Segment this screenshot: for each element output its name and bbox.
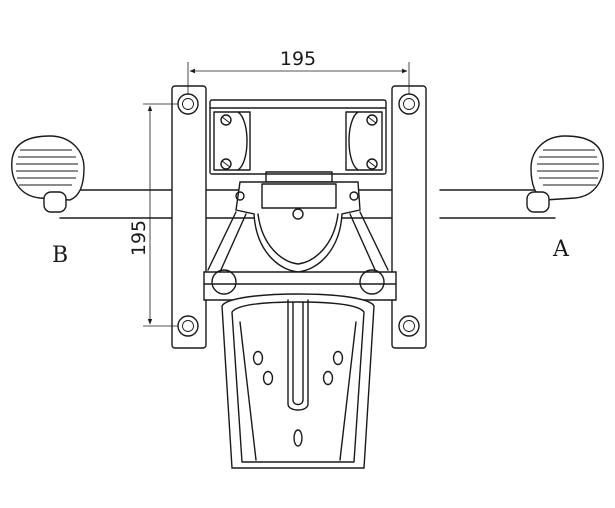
vertical-dimension: 195 [128,103,178,327]
top-housing [209,99,387,183]
right-paddle-grip-lines [537,149,599,186]
label-a: A [552,237,570,262]
lower-cross-plate [203,269,397,301]
left-paddle-knob [43,191,67,213]
center-bracket [235,181,361,273]
left-mounting-plate [171,85,207,349]
left-paddle-grip-lines [16,149,78,186]
horizontal-dimension-value: 195 [280,48,316,70]
seat-plate-holes [252,350,344,447]
housing-screw-heads [220,114,378,170]
label-b: B [52,243,68,268]
linkage-arms [207,211,389,273]
vertical-dimension-value: 195 [128,220,150,256]
left-paddle-lever [11,135,176,219]
right-paddle-lever [439,135,604,219]
horizontal-dimension: 195 [187,48,410,94]
right-mounting-plate [391,85,427,349]
seat-plate [221,293,375,469]
right-paddle-knob [526,191,550,213]
